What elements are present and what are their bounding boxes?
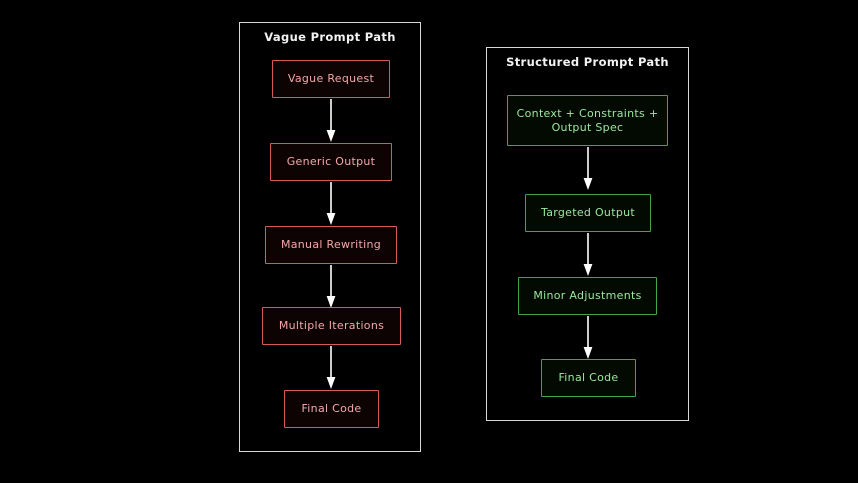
arrow-manual-rewriting-to-multiple-iterations: [324, 265, 338, 309]
subgraph-vague-prompt-path: Vague Prompt Path: [239, 22, 421, 452]
node-final-code-structured[interactable]: Final Code: [541, 359, 636, 397]
node-context-constraints-output-spec[interactable]: Context + Constraints + Output Spec: [507, 95, 668, 146]
arrow-multiple-iterations-to-final-code: [324, 346, 338, 390]
node-vague-request[interactable]: Vague Request: [272, 60, 390, 98]
subgraph-title-structured: Structured Prompt Path: [506, 55, 669, 69]
node-final-code-vague[interactable]: Final Code: [284, 390, 379, 428]
arrow-generic-output-to-manual-rewriting: [324, 182, 338, 226]
arrow-targeted-output-to-minor-adjustments: [581, 233, 595, 277]
node-multiple-iterations[interactable]: Multiple Iterations: [262, 307, 401, 345]
node-generic-output[interactable]: Generic Output: [270, 143, 392, 181]
node-minor-adjustments[interactable]: Minor Adjustments: [518, 277, 657, 315]
arrow-vague-request-to-generic-output: [324, 99, 338, 143]
subgraph-structured-prompt-path: Structured Prompt Path: [486, 47, 689, 421]
arrow-minor-adjustments-to-final-code: [581, 316, 595, 360]
arrow-context-to-targeted-output: [581, 147, 595, 191]
subgraph-title-vague: Vague Prompt Path: [264, 30, 396, 44]
node-targeted-output[interactable]: Targeted Output: [525, 194, 651, 232]
node-manual-rewriting[interactable]: Manual Rewriting: [265, 226, 397, 264]
